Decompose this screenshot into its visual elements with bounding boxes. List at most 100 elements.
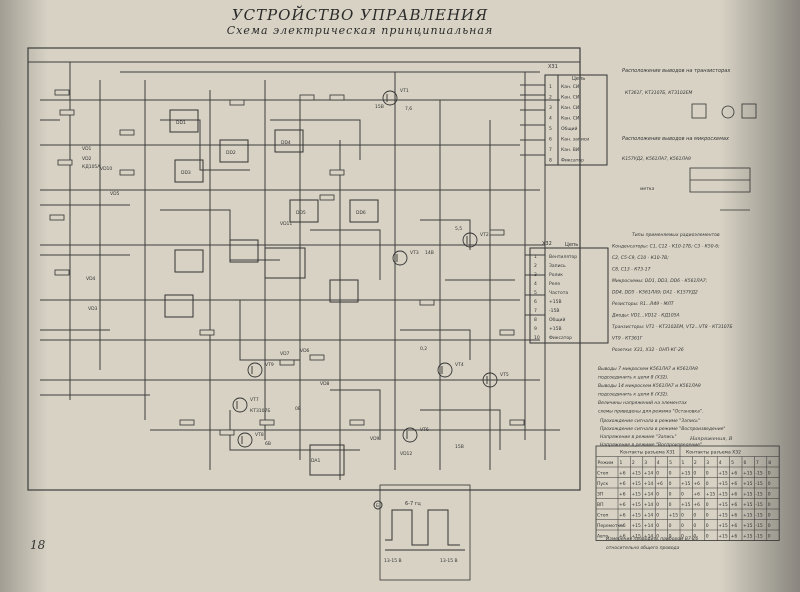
x32-signal: +15В: [549, 326, 562, 332]
transistor-symbol: [482, 372, 498, 388]
table-cell: 0: [768, 523, 771, 529]
table-cell: +15: [743, 513, 753, 519]
transistor-symbol: [392, 250, 408, 266]
table-cell: +15: [631, 523, 641, 529]
table-header-cell: 5: [669, 460, 672, 466]
waveform-left-voltage: 13-15 В: [384, 558, 402, 564]
table-header-cell: 5: [731, 460, 734, 466]
x32-signal: Частота: [549, 290, 568, 296]
x32-label: Х32: [542, 241, 552, 247]
table-cell: 0: [656, 492, 659, 498]
diode-label: VD9: [370, 436, 380, 442]
table-cell: 0: [669, 523, 672, 529]
diode-label: VD12: [400, 451, 412, 457]
transistor-pinout-heading: Расположение выводов на транзисторах: [622, 68, 730, 74]
waveform-right-voltage: 13-15 В: [440, 558, 458, 564]
frame: [27, 47, 581, 491]
table-cell: 0: [669, 534, 672, 540]
table-cell: +15: [718, 513, 728, 519]
table-cell: 0: [706, 481, 709, 487]
table-cell: +14: [644, 513, 654, 519]
diode-label: VD11: [280, 221, 292, 227]
table-cell: 0: [656, 523, 659, 529]
ic-label: DD1: [176, 120, 186, 126]
voltage-label: 15В: [455, 444, 464, 450]
table-cell: 0: [669, 492, 672, 498]
ic-label: DA1: [311, 458, 320, 464]
table-cell: -15: [755, 471, 762, 477]
transistor-label: VT4: [455, 362, 464, 368]
ic-label: DD5: [296, 210, 306, 216]
x31-signal: Кан. ВИ: [561, 147, 579, 153]
diode-label: VD1: [82, 146, 92, 152]
table-cell: 0: [706, 534, 709, 540]
table-group-x32: Контакты разъема Х32: [686, 450, 741, 456]
x31-label: Х31: [548, 64, 558, 70]
x31-signal: Общий: [561, 125, 577, 132]
x31-pin: 1: [549, 84, 552, 90]
component-spec-line: DD4, DD5 - К561ЛА9; DA1 - К157УД2: [612, 290, 698, 296]
resistor-symbol: [229, 99, 245, 106]
footnote-line: Измерения проводить прибором В7-16: [606, 536, 698, 542]
legend-line: Напряжение в режиме "Воспроизведение": [600, 442, 702, 448]
table-cell: 0: [706, 523, 709, 529]
x32-pin: 10: [534, 335, 540, 341]
resistor-symbol: [299, 94, 315, 101]
table-header-cell: 6: [744, 460, 747, 466]
table-cell: ЗП: [597, 492, 603, 498]
legend-line: Напряжение в режиме "Запись": [600, 434, 677, 440]
voltage-label: 14В: [425, 250, 434, 256]
transistor-type-label: КТ3107Б: [250, 408, 270, 414]
x31-signal: Кан. СИ: [561, 116, 579, 122]
transistor-symbol: [402, 427, 418, 443]
x32-header: Цепь: [565, 242, 578, 248]
resistor-symbol: [57, 159, 73, 166]
table-cell: 0: [681, 523, 684, 529]
ic-label: DD2: [226, 150, 236, 156]
table-cell: 0: [768, 534, 771, 540]
resistor-symbol: [119, 169, 135, 176]
table-cell: +6: [731, 534, 738, 540]
transistor-symbol: [247, 362, 263, 378]
component-spec-line: С8, С13 - К73-17: [612, 267, 651, 273]
table-cell: +15: [743, 523, 753, 529]
x32-signal: Реле: [549, 281, 560, 287]
table-cell: 0: [768, 513, 771, 519]
table-cell: +15: [718, 481, 728, 487]
ic-pinout-types: К157УД2, К561ЛА7, К561ЛА9: [622, 156, 691, 162]
table-cell: +6: [619, 471, 626, 477]
transistor-label: VT2: [480, 232, 489, 238]
table-cell: 0: [656, 502, 659, 508]
waveform-marker: Б: [376, 503, 379, 509]
note-line: Выводы 14 микросхем К561ЛА7 и К561ЛА9: [598, 383, 701, 389]
transistor-symbol: [437, 362, 453, 378]
table-cell: +6: [619, 523, 626, 529]
table-cell: +15: [718, 471, 728, 477]
table-cell: +15: [631, 471, 641, 477]
x31-header: Цепь: [572, 76, 585, 82]
table-cell: +15: [669, 513, 679, 519]
table-cell: +15: [631, 534, 641, 540]
table-cell: +15: [718, 492, 728, 498]
component-spec-line: С2, С5-С9, С10 - К10-7В;: [612, 255, 669, 261]
table-header-cell: 1: [682, 460, 685, 466]
table-cell: +15: [631, 502, 641, 508]
x31-pin: 5: [549, 126, 552, 132]
table-cell: 0: [656, 513, 659, 519]
voltage-label: 0,2: [420, 346, 427, 352]
voltage-label: 7,6: [405, 106, 412, 112]
x32-pin: 5: [534, 290, 537, 296]
table-cell: +15: [743, 471, 753, 477]
table-cell: +14: [644, 534, 654, 540]
table-cell: +15: [681, 471, 691, 477]
x32-signal: Ролик: [549, 272, 563, 278]
table-cell: 0: [669, 471, 672, 477]
table-cell: +6: [656, 481, 663, 487]
table-cell: +6: [693, 481, 700, 487]
x31-signal: Кан. записи: [561, 137, 589, 143]
table-cell: +15: [743, 481, 753, 487]
transistor-symbol: [232, 397, 248, 413]
table-cell: Стоп: [597, 513, 609, 519]
legend-line: Прохождение сигнала в режиме "Воспроизве…: [600, 426, 725, 432]
diode-label: VD4: [86, 276, 96, 282]
